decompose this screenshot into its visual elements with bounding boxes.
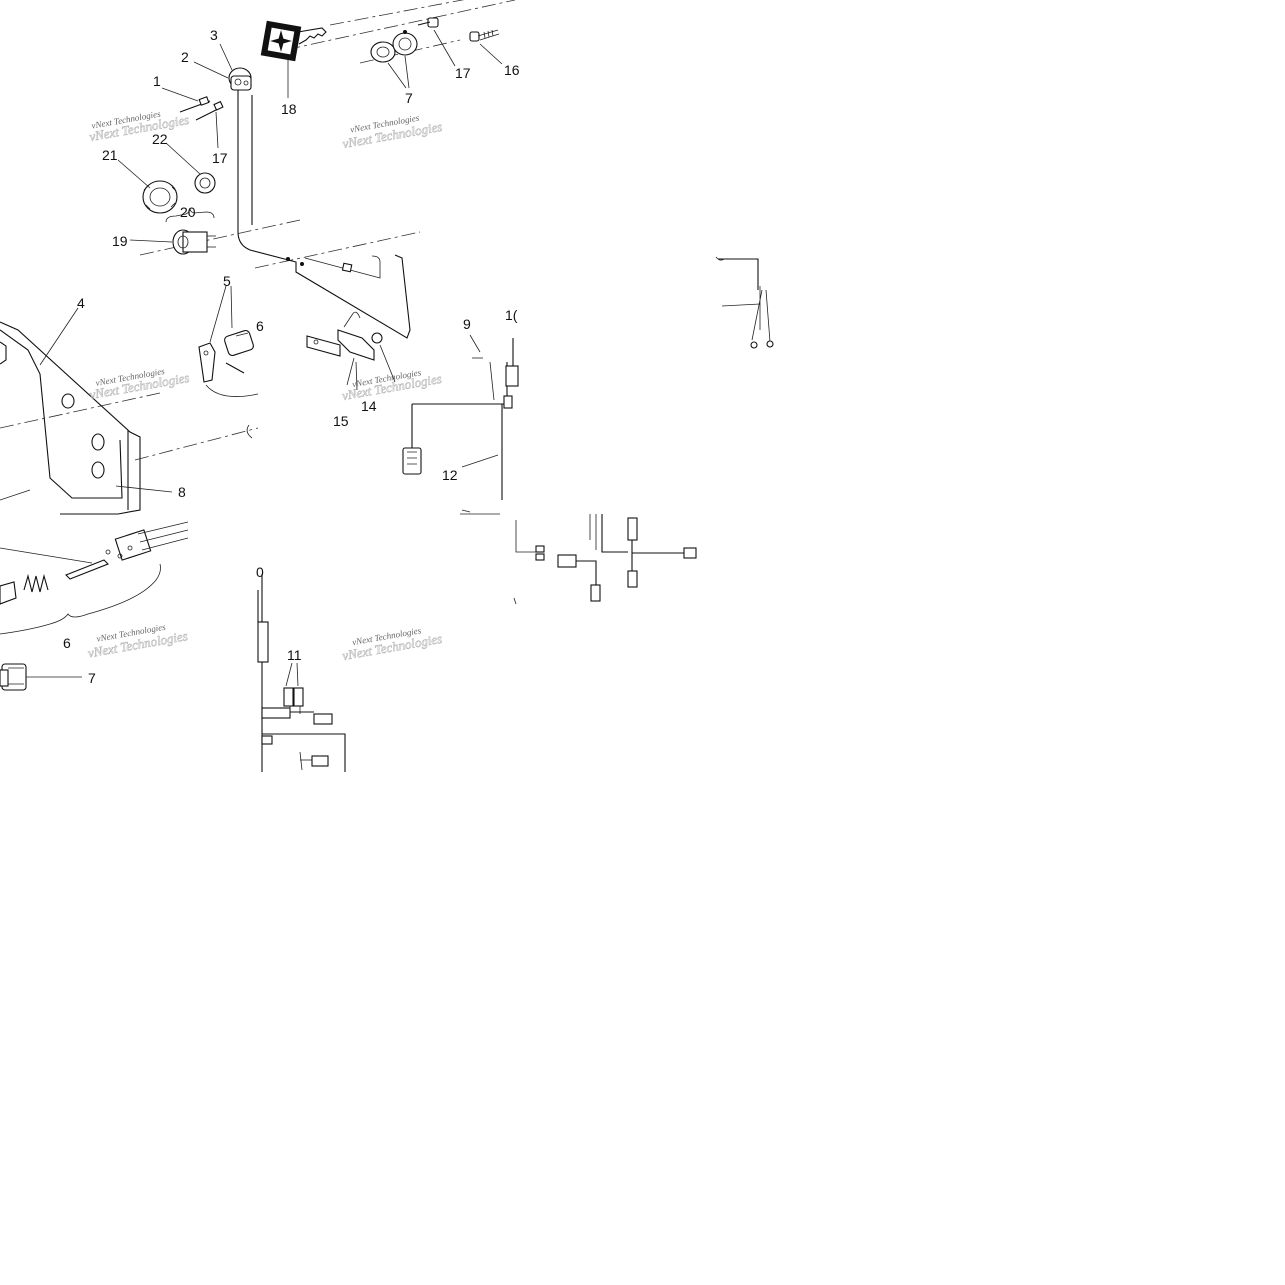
callout-17a: 17 (455, 65, 471, 81)
nut-icon (142, 180, 178, 214)
latch-icon (198, 329, 259, 397)
key-icon (260, 20, 327, 62)
callout-6a: 6 (256, 318, 264, 334)
callout-17b: 17 (212, 150, 228, 166)
washer-icon (194, 172, 216, 194)
t-harness-view (513, 514, 697, 605)
callout-19: 19 (112, 233, 128, 249)
ignition-switch-icon (228, 67, 252, 91)
callout-16: 16 (504, 62, 520, 78)
bolt-icon (469, 29, 500, 42)
push-switch-icon (172, 229, 216, 255)
connector-view (0, 521, 189, 691)
callout-21: 21 (102, 147, 118, 163)
callout-labels: 1 2 3 4 5 6 6 7 7 8 9 1( 12 14 15 16 17 … (63, 27, 520, 686)
callout-8: 8 (178, 484, 186, 500)
callout-10-partial: 1( (505, 307, 518, 323)
callout-7a: 7 (405, 90, 413, 106)
callout-9: 9 (463, 316, 471, 332)
callout-1: 1 (153, 73, 161, 89)
housing-view (0, 285, 259, 515)
lower-harness-view (257, 574, 346, 772)
dash-panel-view (0, 0, 516, 461)
mount-bracket-icon (306, 311, 383, 361)
wiring-harness-view (402, 334, 519, 515)
plug-icon (0, 663, 27, 691)
callout-20: 20 (180, 204, 196, 220)
callout-22: 22 (152, 131, 168, 147)
callout-5: 5 (223, 273, 231, 289)
callout-12: 12 (442, 467, 458, 483)
watermarks: vNext Technologies vNext Technologies vN… (86, 109, 443, 664)
callout-18: 18 (281, 101, 297, 117)
callout-7b: 7 (88, 670, 96, 686)
callout-2: 2 (181, 49, 189, 65)
bezel-icon (370, 30, 418, 63)
callout-3: 3 (210, 27, 218, 43)
callout-11: 11 (287, 647, 302, 663)
callout-4: 4 (77, 295, 85, 311)
callout-15: 15 (333, 413, 349, 429)
callout-6b: 6 (63, 635, 71, 651)
screw-icon (417, 17, 439, 28)
callout-14: 14 (361, 398, 377, 414)
spring-icon (23, 573, 49, 593)
wire-fragment-top-right (715, 256, 774, 349)
callout-10-partial-lower: 0 (256, 564, 264, 580)
